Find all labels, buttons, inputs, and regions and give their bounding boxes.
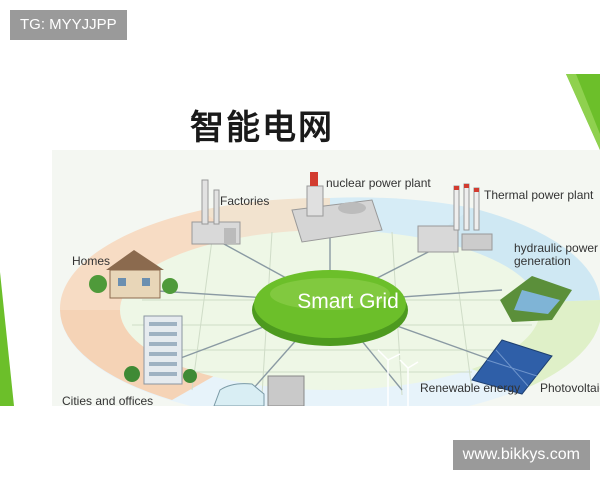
watermark-top-left: TG: MYYJJPP	[10, 10, 127, 40]
diagram-title: 智能电网	[190, 108, 334, 148]
office-building-icon	[124, 315, 197, 385]
home-icon	[89, 250, 178, 299]
wind-turbine-icon	[377, 349, 419, 406]
label-factories: Factories	[220, 194, 270, 208]
center-disc-highlight	[270, 278, 390, 310]
factory-icon	[191, 179, 241, 245]
label-hydraulic: hydraulic power generation	[514, 241, 599, 268]
left-green-stripe	[0, 272, 14, 406]
nuclear-plant-icon	[291, 172, 383, 243]
label-photovoltaic: Photovoltaic	[540, 381, 600, 395]
diagram-canvas	[59, 172, 600, 406]
label-cities: Cities and offices	[62, 394, 154, 406]
right-green-stripe	[566, 74, 600, 150]
label-renewable: Renewable energy	[420, 381, 521, 395]
label-homes: Homes	[72, 254, 111, 268]
electric-car-icon	[213, 375, 305, 406]
hydraulic-dam-icon	[500, 276, 572, 322]
watermark-bottom-right: www.bikkys.com	[452, 440, 590, 470]
label-nuclear: nuclear power plant	[326, 176, 431, 190]
solar-panel-icon	[471, 339, 553, 395]
label-thermal: Thermal power plant	[484, 188, 594, 202]
smart-grid-label: Smart Grid	[297, 290, 399, 313]
smart-grid-diagram: Smart Grid Factories nuclear power plant…	[52, 150, 600, 406]
thermal-plant-icon	[417, 183, 493, 253]
